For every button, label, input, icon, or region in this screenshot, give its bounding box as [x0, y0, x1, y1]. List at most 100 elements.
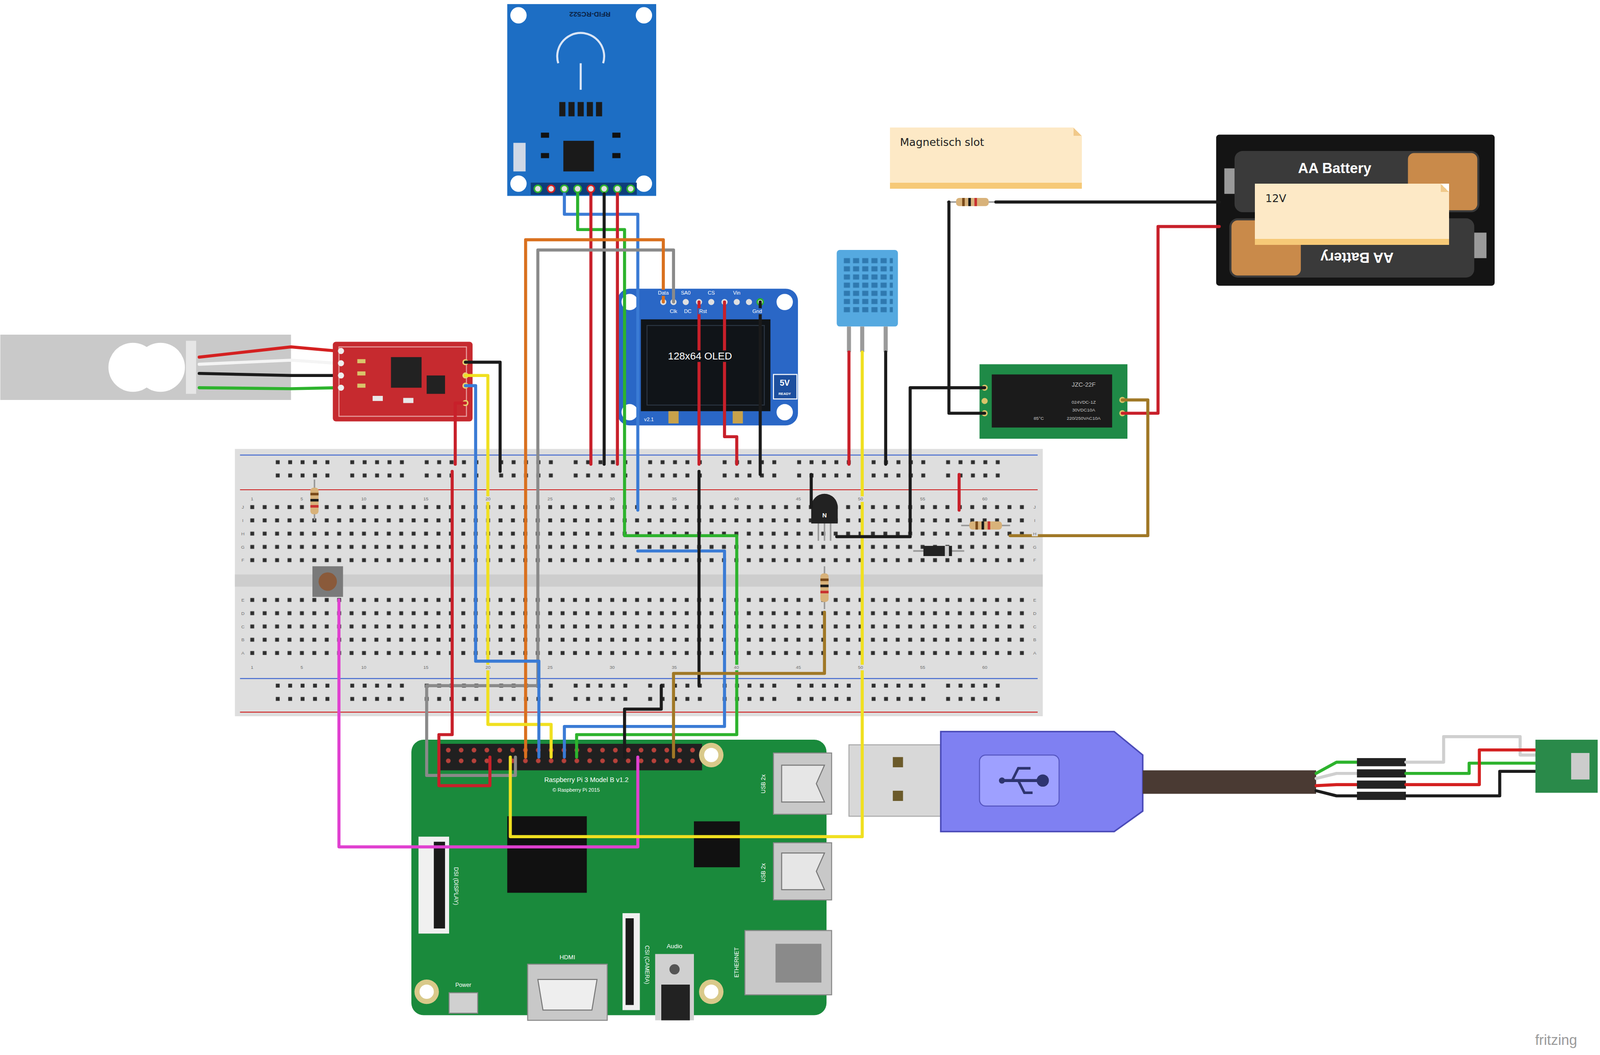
raspberry-pi-board — [444, 746, 703, 769]
rfid-board — [540, 152, 549, 158]
raspberry-pi-board — [704, 984, 719, 999]
breadboard-parts — [310, 504, 319, 508]
breadboard-index: I — [1032, 517, 1037, 523]
breadboard-parts — [923, 545, 953, 556]
dht-sensor — [846, 326, 851, 352]
hx711-board — [337, 384, 344, 391]
breadboard-index: 50 — [856, 664, 865, 670]
breadboard — [249, 597, 1032, 664]
usb-serial-cable — [940, 731, 1143, 832]
raspberry-pi-board — [693, 820, 740, 867]
jumper-wires — [724, 301, 737, 464]
breadboard-parts — [968, 197, 971, 207]
raspberry-pi-board — [781, 852, 825, 890]
rfid-board — [534, 184, 542, 193]
jumper-wires — [809, 474, 814, 508]
breadboard — [240, 677, 1038, 679]
breadboard-parts — [962, 197, 965, 207]
usb-serial-cable — [999, 777, 1006, 784]
usb-serial-cable — [1357, 757, 1406, 767]
breadboard-index: 55 — [918, 664, 927, 670]
breadboard-index: 25 — [546, 664, 555, 670]
rfid-board — [635, 7, 653, 24]
breadboard — [249, 504, 1032, 571]
breadboard-parts — [310, 487, 319, 515]
breadboard-parts — [820, 590, 829, 594]
raspberry-pi-board — [438, 743, 703, 771]
rfid-board — [510, 7, 527, 24]
jumper-wires — [465, 385, 539, 757]
breadboard-index: J — [1032, 504, 1038, 510]
rfid-board — [540, 132, 549, 138]
breadboard-index: 55 — [918, 496, 927, 502]
hx711-board — [357, 358, 366, 364]
copyright-text: © Raspberry Pi 2015 — [550, 786, 601, 793]
breadboard-parts — [987, 521, 991, 530]
board-name: Raspberry Pi 3 Model B v1.2 — [542, 775, 630, 784]
oled-board — [617, 288, 798, 426]
dht-sensor — [860, 326, 865, 352]
pin-name: Rst — [698, 308, 709, 315]
port-label: Power — [455, 981, 472, 988]
breadboard-index: 25 — [546, 496, 555, 502]
usb-serial-cable — [1405, 749, 1537, 785]
breadboard-parts — [312, 566, 343, 597]
raspberry-pi-board — [433, 841, 445, 929]
breadboard-parts — [981, 521, 985, 530]
pin-name: CS — [706, 289, 717, 296]
jumper-wires — [957, 474, 961, 511]
breadboard-index: E — [239, 597, 246, 603]
breadboard-index: D — [1031, 610, 1038, 616]
rfid-board — [613, 184, 622, 193]
breadboard-index: A — [239, 650, 246, 656]
oled-board — [776, 293, 793, 310]
breadboard-parts — [318, 572, 337, 591]
jumper-wires — [948, 202, 985, 414]
hx711-board — [337, 359, 344, 366]
breadboard-index: I — [240, 517, 245, 523]
hx711-board — [403, 397, 414, 403]
breadboard-parts — [310, 498, 319, 502]
jumper-wires — [883, 352, 888, 465]
breadboard-index: 20 — [484, 664, 492, 670]
raspberry-pi-board — [537, 979, 598, 1010]
pin-name: SA0 — [679, 289, 693, 296]
battery-holder — [1216, 134, 1495, 286]
raspberry-pi-board — [773, 752, 832, 815]
breadboard-index: C — [239, 623, 246, 630]
breadboard-index: 15 — [421, 664, 430, 670]
rfid-board — [560, 184, 569, 193]
rfid-board — [547, 184, 555, 193]
usb-serial-cable — [1535, 739, 1598, 793]
breadboard-index: 40 — [732, 496, 741, 502]
raspberry-pi-board — [655, 953, 694, 1021]
usb-serial-cable — [1357, 768, 1406, 778]
breadboard-index: 45 — [794, 496, 803, 502]
rfid-board — [627, 184, 635, 193]
rfid-board — [612, 152, 621, 158]
jumper-wires — [995, 200, 1219, 204]
raspberry-pi-board — [704, 747, 719, 763]
breadboard-index: H — [239, 531, 246, 537]
load-cell — [0, 334, 292, 400]
load-cell-wires — [199, 387, 337, 389]
breadboard-parts — [811, 493, 838, 524]
sticky-note: Magnetisch slot — [889, 127, 1082, 189]
part-number: JZC-22F — [1071, 381, 1096, 388]
breadboard-index: 1 — [249, 664, 255, 670]
raspberry-pi-board — [414, 979, 439, 1004]
jumper-wires — [697, 471, 701, 686]
usb-serial-cable — [1357, 791, 1406, 800]
breadboard-index: 5 — [299, 664, 305, 670]
rfid-board — [577, 102, 584, 117]
breadboard-index: F — [240, 557, 246, 563]
usb-serial-cable — [892, 756, 903, 768]
note-text: Magnetisch slot — [900, 135, 1072, 149]
breadboard-parts — [956, 197, 989, 207]
jumper-wires — [465, 362, 500, 472]
oled-board — [708, 298, 715, 305]
raspberry-pi-board — [419, 984, 434, 999]
breadboard-parts — [310, 492, 319, 496]
jumper-wires — [1122, 226, 1220, 414]
oled-board — [641, 319, 771, 411]
